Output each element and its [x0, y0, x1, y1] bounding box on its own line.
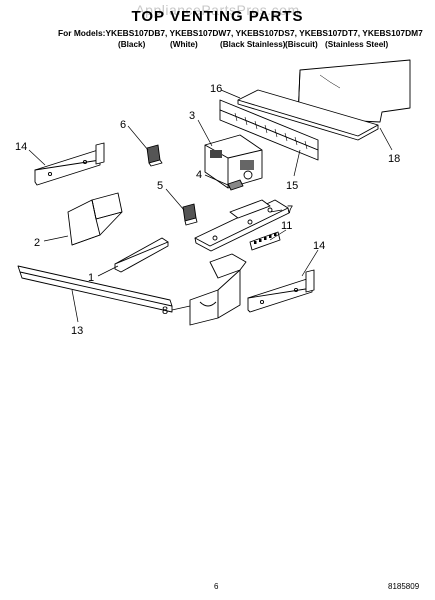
part-16-vent-panel	[237, 89, 379, 141]
page-number: 6	[214, 582, 219, 591]
models-line: For Models:YKEBS107DB7, YKEBS107DW7, YKE…	[58, 28, 423, 38]
callout-3: 3	[189, 110, 195, 122]
callout-2: 2	[34, 237, 40, 249]
callout-14-upper: 14	[15, 141, 27, 153]
part-2-duct	[67, 192, 123, 246]
callout-14-lower: 14	[313, 240, 325, 252]
callout-1: 1	[88, 272, 94, 284]
part-14-bracket-left	[34, 142, 105, 186]
callout-11: 11	[281, 220, 292, 232]
finish-biscuit: (Biscuit)	[285, 40, 318, 49]
callout-5: 5	[157, 180, 163, 192]
finish-black: (Black)	[118, 40, 146, 49]
watermark: AppliancePartsPros.com	[135, 2, 300, 18]
callout-18: 18	[388, 153, 400, 165]
callout-15: 15	[286, 180, 298, 192]
callout-4: 4	[196, 169, 202, 181]
part-13-rail	[17, 265, 173, 313]
part-5-relay	[182, 203, 198, 226]
part-3-blower-assembly	[204, 134, 263, 189]
document-number: 8185809	[388, 582, 420, 591]
callout-6: 6	[120, 119, 126, 131]
finish-stainless-steel: (Stainless Steel)	[325, 40, 389, 49]
callout-16: 16	[210, 83, 222, 95]
part-11-terminal-block	[249, 231, 281, 251]
part-4-connector	[227, 179, 244, 191]
finish-white: (White)	[170, 40, 198, 49]
part-15-vent-channel	[219, 99, 319, 161]
finish-black-stainless: (Black Stainless)	[220, 40, 286, 49]
callout-8: 8	[162, 305, 168, 317]
callout-7: 7	[287, 204, 293, 216]
callout-13: 13	[71, 325, 83, 337]
part-8-bent-bracket	[189, 253, 247, 326]
part-7-mounting-plate	[194, 199, 290, 252]
part-1-strip	[114, 237, 169, 273]
leader-lines	[28, 89, 393, 323]
page-title: TOP VENTING PARTS	[131, 8, 304, 25]
part-6-switch	[146, 144, 163, 167]
part-14-bracket-right	[247, 269, 315, 313]
